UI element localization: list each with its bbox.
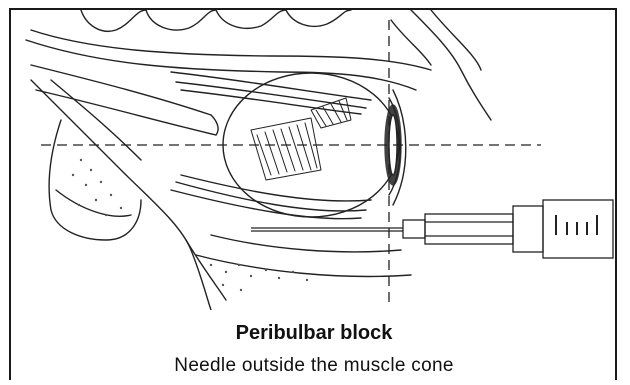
orbital-floor xyxy=(196,235,411,276)
rectus-muscle-lower xyxy=(171,175,371,219)
needle-hub xyxy=(403,220,425,238)
rectus-muscle-upper xyxy=(171,72,371,114)
figure-title: Peribulbar block xyxy=(11,322,617,345)
figure-frame: Peribulbar block Needle outside the musc… xyxy=(9,8,617,380)
lower-left-bone xyxy=(31,80,211,310)
figure-subtitle: Needle outside the muscle cone xyxy=(11,355,617,377)
orbital-roof xyxy=(81,10,351,31)
syringe-barrel xyxy=(425,214,513,244)
orbit-illustration xyxy=(11,10,617,310)
optic-nerve xyxy=(31,65,216,135)
